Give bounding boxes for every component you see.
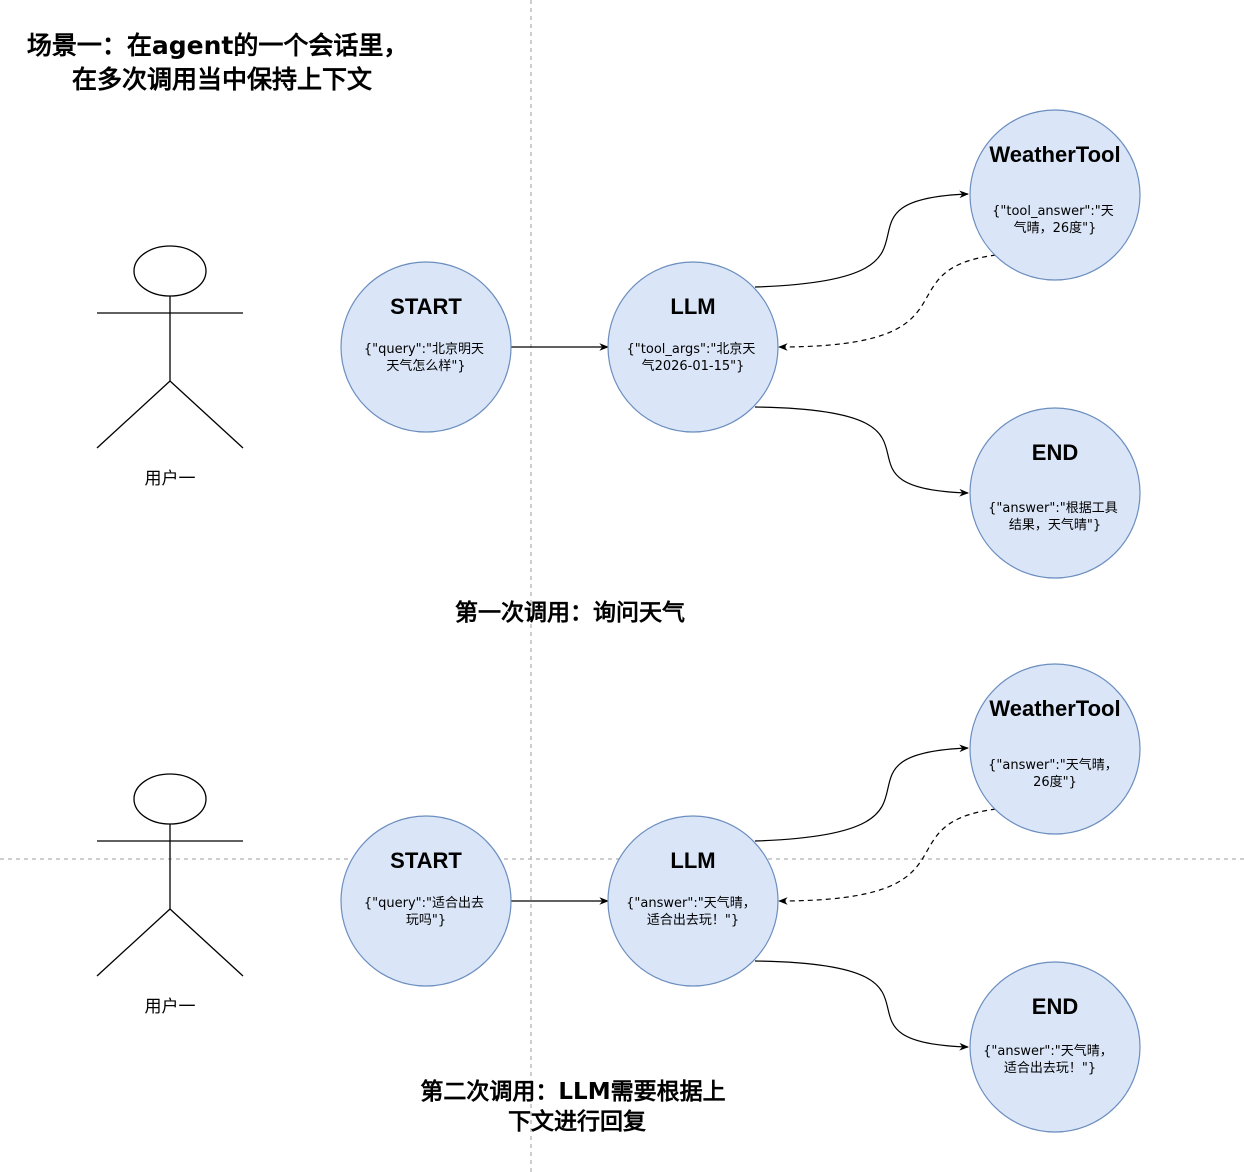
start-node-body-line: 天气怎么样"} <box>386 358 465 374</box>
start-node-body-line: 玩吗"} <box>406 913 446 928</box>
start-node-body-line: {"query":"北京明天 <box>364 342 484 357</box>
start-node-body-line: {"query":"适合出去 <box>364 896 484 911</box>
scenario-caption-line: 第二次调用：LLM需要根据上 <box>420 1078 725 1105</box>
actor-user-icon <box>96 773 244 977</box>
scenario-caption-line: 下文进行回复 <box>508 1108 647 1135</box>
weather-tool-node-body: {"tool_answer":"天 气晴，26度"} <box>992 204 1118 236</box>
weather-tool-node-body-line: {"tool_answer":"天 <box>992 204 1114 219</box>
llm-node-body-line: {"tool_args":"北京天 <box>627 342 756 357</box>
end-node-body-line: 结果，天气晴"} <box>1009 517 1101 533</box>
llm-node[interactable]: LLM {"answer":"天气晴， 适合出去玩！"} <box>607 815 779 987</box>
llm-node-body: {"tool_args":"北京天 气2026-01-15"} <box>627 342 760 374</box>
edge-llm-to-end <box>754 960 969 1051</box>
start-node[interactable]: START {"query":"适合出去 玩吗"} <box>340 815 512 987</box>
end-node-body-line: {"answer":"天气晴， <box>983 1043 1113 1059</box>
end-node-title: END <box>1032 994 1078 1019</box>
end-node[interactable]: END {"answer":"根据工具 结果，天气晴"} <box>969 407 1141 579</box>
actor-label: 用户一 <box>145 997 196 1017</box>
edge-tool-to-llm-dashed <box>778 808 997 905</box>
llm-node[interactable]: LLM {"tool_args":"北京天 气2026-01-15"} <box>607 261 779 433</box>
llm-node-body: {"answer":"天气晴， 适合出去玩！"} <box>626 895 760 928</box>
weather-tool-node-body-line: {"answer":"天气晴， <box>988 757 1118 773</box>
weather-tool-node-body-line: 气晴，26度"} <box>1014 220 1097 236</box>
end-node-body: {"answer":"天气晴， 适合出去玩！"} <box>983 1043 1117 1076</box>
llm-node-body-line: {"answer":"天气晴， <box>626 895 756 911</box>
page-title-line-1: 场景一：在agent的一个会话里， <box>27 31 408 60</box>
llm-node-title: LLM <box>670 294 715 319</box>
weather-tool-node-title: WeatherTool <box>989 696 1120 721</box>
edge-llm-to-tool <box>754 744 969 842</box>
edge-tool-to-llm-dashed <box>778 254 997 351</box>
page-title-line-2: 在多次调用当中保持上下文 <box>72 65 373 94</box>
scenario-caption: 第一次调用：询问天气 <box>455 599 685 626</box>
weather-tool-node[interactable]: WeatherTool {"tool_answer":"天 气晴，26度"} <box>969 109 1141 281</box>
weather-tool-node[interactable]: WeatherTool {"answer":"天气晴， 26度"} <box>969 663 1141 835</box>
weather-tool-node-body-line: 26度"} <box>1033 774 1077 790</box>
scenario-caption: 第二次调用：LLM需要根据上 下文进行回复 <box>420 1078 733 1135</box>
end-node-body-line: {"answer":"根据工具 <box>988 501 1118 516</box>
scenario-2: 用户一 START {"query":"适合出去 玩吗"} LLM {"answ… <box>96 663 1141 1135</box>
weather-tool-node-body: {"answer":"天气晴， 26度"} <box>988 757 1122 790</box>
scenario-caption-line: 第一次调用：询问天气 <box>455 599 685 626</box>
start-node[interactable]: START {"query":"北京明天 天气怎么样"} <box>340 261 512 433</box>
actor-user-icon <box>96 245 244 449</box>
edge-llm-to-tool <box>754 190 969 288</box>
start-node-body: {"query":"适合出去 玩吗"} <box>364 896 488 928</box>
end-node-title: END <box>1032 440 1078 465</box>
end-node-body-line: 适合出去玩！"} <box>1004 1061 1096 1076</box>
start-node-title: START <box>390 848 462 873</box>
scenario-1: 用户一 START {"query":"北京明天 天气怎么样"} LLM {"t… <box>96 109 1141 626</box>
start-node-title: START <box>390 294 462 319</box>
end-node[interactable]: END {"answer":"天气晴， 适合出去玩！"} <box>969 961 1141 1133</box>
page-title: 场景一：在agent的一个会话里， 在多次调用当中保持上下文 <box>27 31 417 94</box>
edge-llm-to-end <box>754 406 969 497</box>
weather-tool-node-title: WeatherTool <box>989 142 1120 167</box>
llm-node-body-line: 气2026-01-15"} <box>642 358 745 374</box>
llm-node-title: LLM <box>670 848 715 873</box>
llm-node-body-line: 适合出去玩！"} <box>647 913 739 928</box>
actor-label: 用户一 <box>145 469 196 489</box>
start-node-body: {"query":"北京明天 天气怎么样"} <box>364 342 488 374</box>
end-node-body: {"answer":"根据工具 结果，天气晴"} <box>988 501 1122 533</box>
